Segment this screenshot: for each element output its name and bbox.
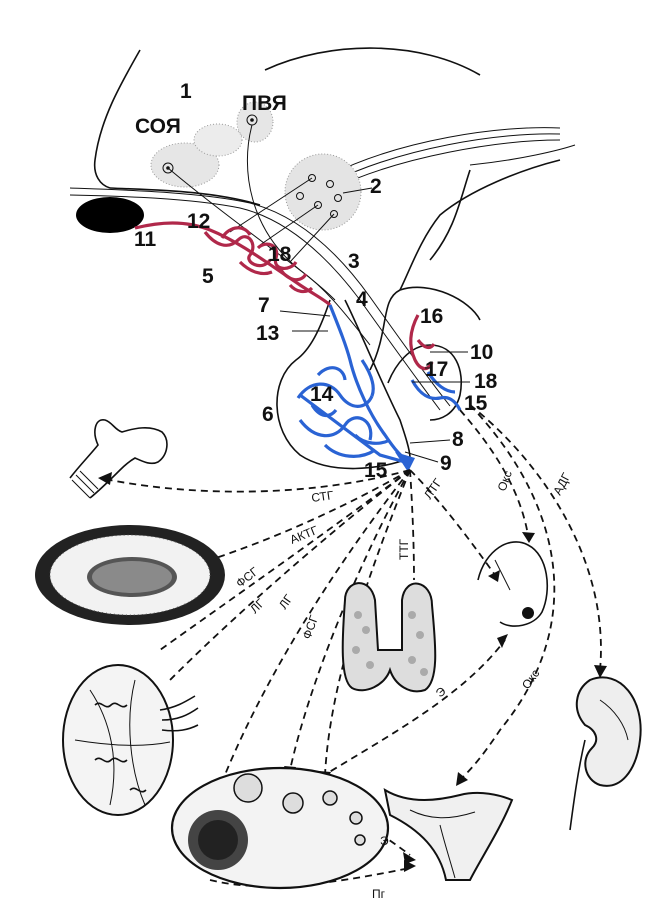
label-oks-breast: Окс (495, 469, 515, 493)
label-12: 12 (187, 210, 210, 233)
label-lg-testis: ЛГ (247, 596, 267, 616)
label-10: 10 (470, 341, 493, 364)
ovary-icon (172, 768, 388, 888)
label-3: 3 (348, 250, 360, 273)
label-15-lower: 15 (364, 459, 388, 482)
thyroid-icon (343, 583, 436, 691)
kidney-icon (570, 677, 641, 830)
label-18-right: 18 (474, 370, 498, 393)
testis-icon (63, 665, 198, 815)
bone-icon (70, 420, 167, 498)
label-e-uterus: Э (380, 834, 389, 848)
label-7: 7 (258, 294, 270, 317)
arrow-ttg (410, 470, 414, 580)
label-aktg: АКТГ (288, 523, 320, 547)
label-2: 2 (370, 175, 382, 198)
label-lg-ovary: ЛГ (276, 592, 296, 612)
label-18-portal: 18 (268, 243, 292, 266)
label-1: 1 (180, 80, 192, 103)
label-ltg: ЛТГ (421, 476, 445, 502)
label-5: 5 (202, 265, 214, 288)
label-pg: Пг (372, 887, 386, 901)
upper-arc (265, 48, 480, 75)
mammary-gland-icon (478, 542, 547, 626)
label-oks-uterus: Окс (519, 667, 542, 692)
label-4: 4 (356, 288, 368, 311)
label-14: 14 (310, 383, 334, 406)
label-9: 9 (440, 452, 452, 475)
number-labels: 1 2 3 4 5 6 7 8 9 10 11 12 13 14 15 15 1… (134, 80, 498, 482)
adrenal-gland-icon (35, 525, 225, 625)
arrow-adg (470, 405, 601, 670)
arrow-oks2 (460, 405, 554, 780)
arrow-aktg (210, 470, 410, 560)
label-15-right: 15 (464, 392, 488, 415)
label-16: 16 (420, 305, 443, 328)
arrow-ltg (410, 470, 495, 575)
label-6: 6 (262, 403, 274, 426)
label-13: 13 (256, 322, 279, 345)
label-fsg-ovary: ФСГ (300, 613, 322, 641)
label-17: 17 (425, 358, 448, 381)
label-11: 11 (134, 228, 157, 251)
label-stg: СТГ (310, 488, 334, 505)
label-son: СОЯ (135, 115, 181, 138)
label-8: 8 (452, 428, 464, 451)
arrow-oks1 (460, 410, 528, 535)
label-ttg: ТТГ (397, 538, 411, 560)
label-pvn: ПВЯ (242, 92, 287, 115)
label-adg: АДГ (550, 470, 573, 497)
label-fsg-testis: ФСГ (233, 564, 261, 590)
